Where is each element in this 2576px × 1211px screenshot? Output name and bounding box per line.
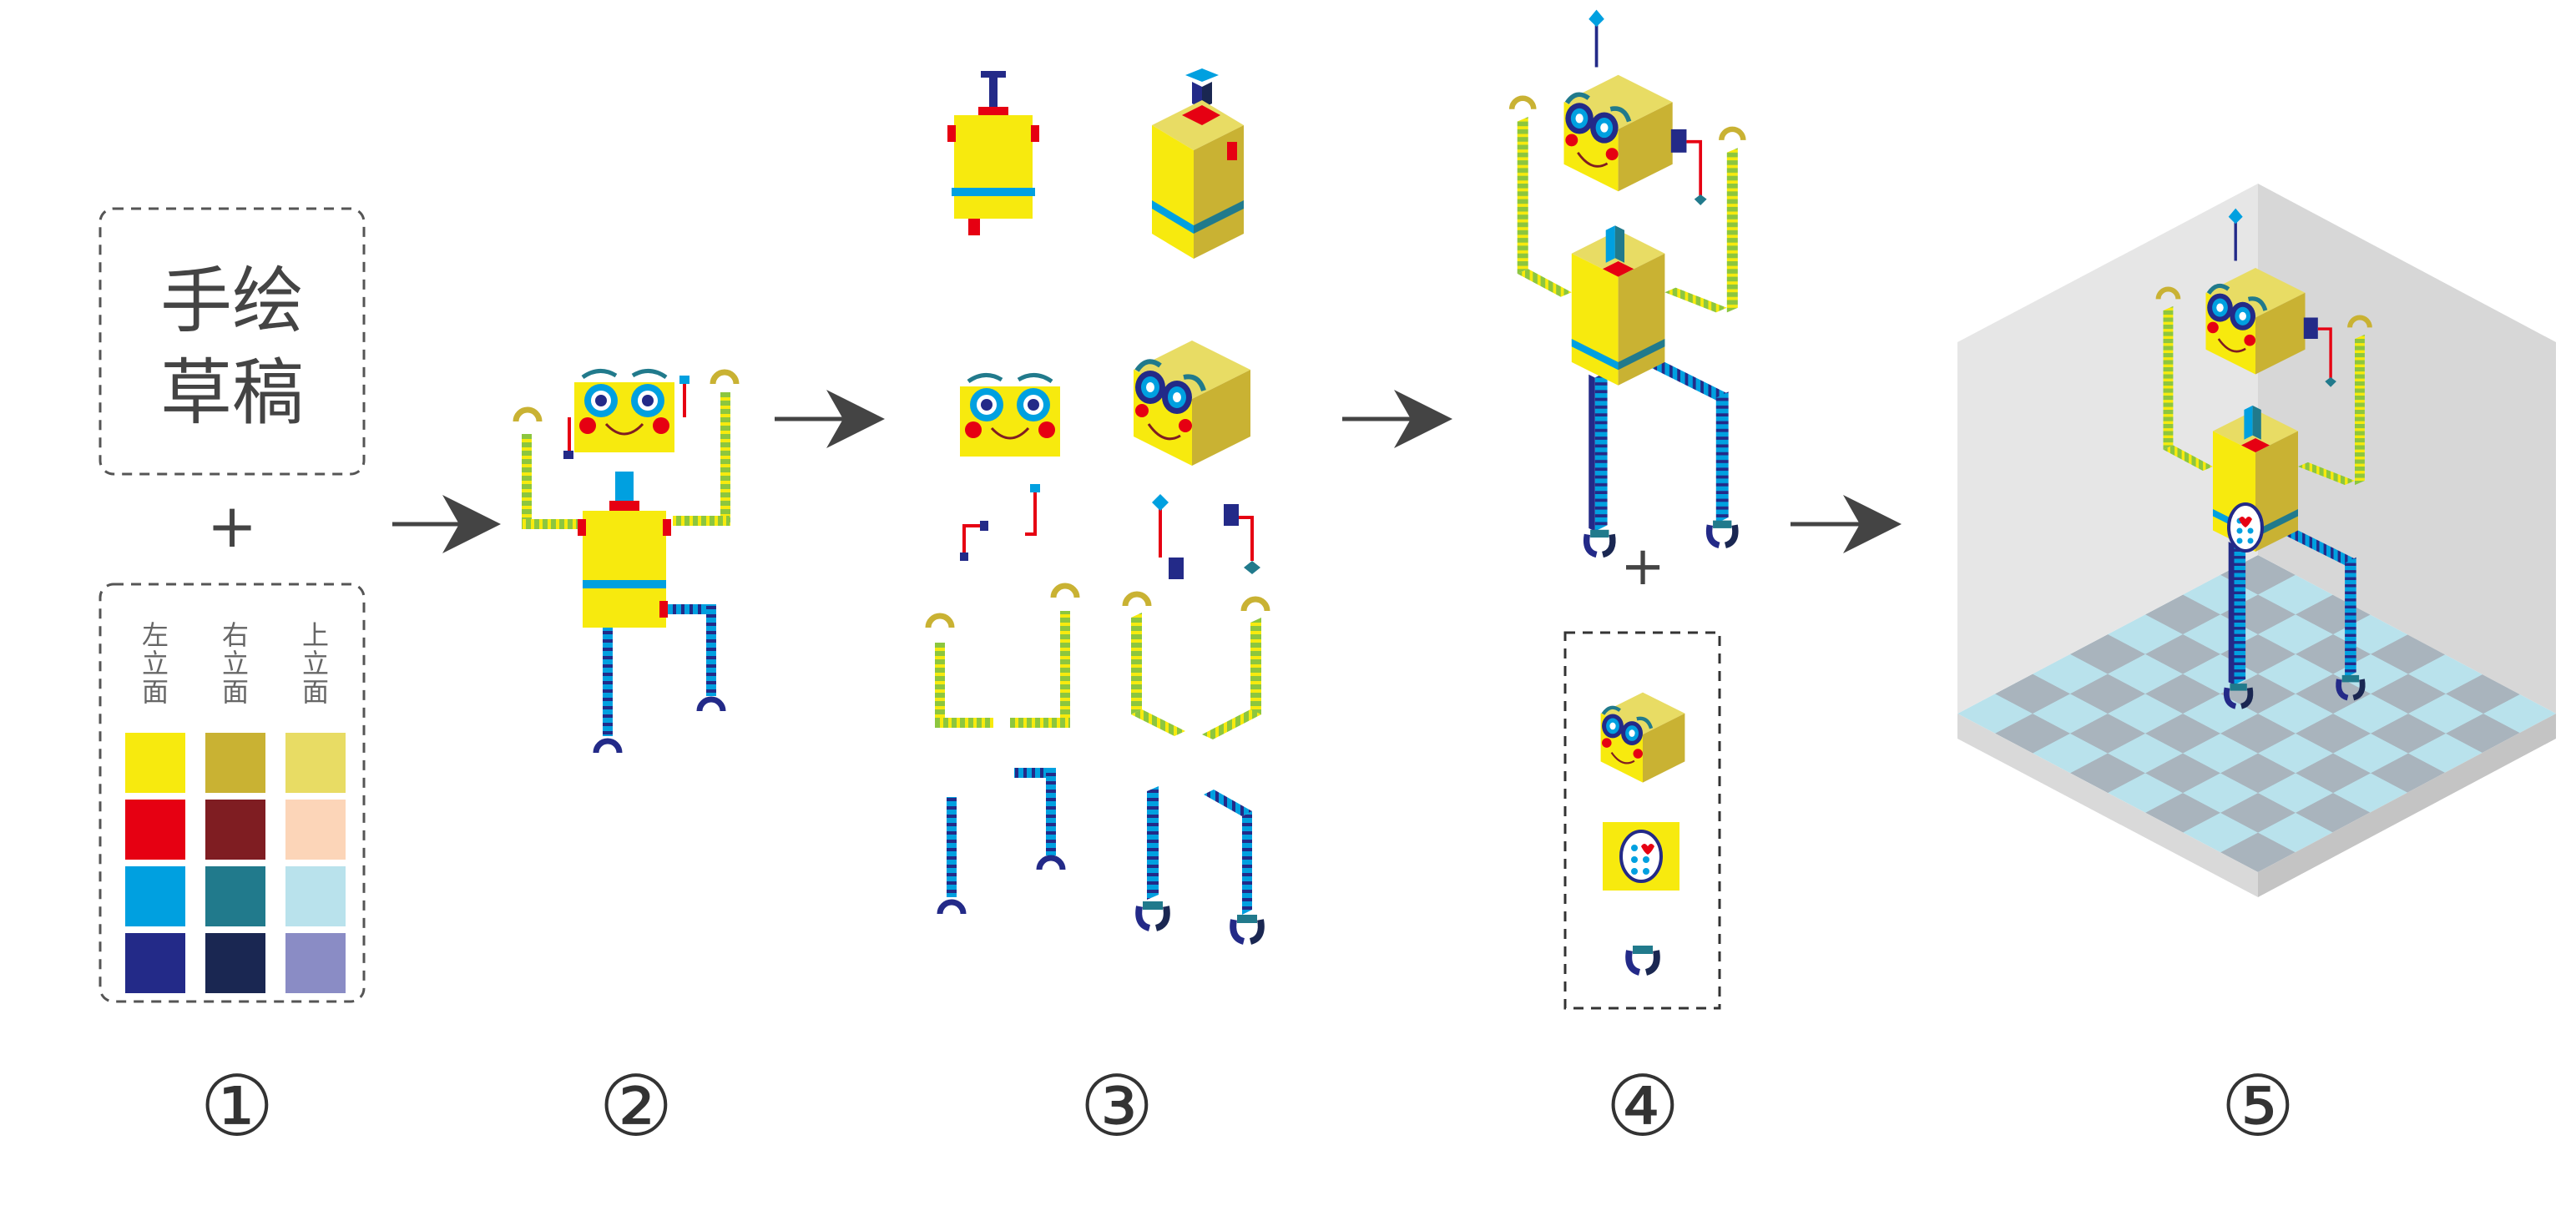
- palette-swatch: [125, 933, 185, 993]
- palette-column-char: 面: [222, 676, 249, 708]
- palette-swatch: [285, 866, 346, 926]
- palette-column-char: 立: [142, 648, 169, 679]
- chest-panel-icon: [1603, 822, 1679, 891]
- palette-grid: [125, 733, 346, 993]
- body-flat-part: [947, 71, 1039, 235]
- palette-swatch: [125, 866, 185, 926]
- palette-swatch: [205, 800, 265, 860]
- cable-parts: [960, 484, 1260, 579]
- components-group: [928, 68, 1267, 941]
- arm-flat-parts: [928, 586, 1077, 728]
- plus-sign: +: [207, 491, 257, 561]
- palette-swatch: [205, 733, 265, 793]
- robot-flat-icon: [516, 371, 736, 753]
- plus-sign: +: [1620, 536, 1665, 598]
- palette-column-char: 面: [302, 676, 329, 708]
- leg-iso-parts: [1139, 786, 1261, 941]
- palette-swatch: [205, 933, 265, 993]
- palette-swatch: [125, 733, 185, 793]
- palette-column-header: 右立面: [222, 619, 249, 708]
- sketch-box-line2: 草稿: [160, 351, 304, 435]
- palette-column-char: 左: [142, 619, 169, 651]
- step-label-2: ②: [599, 1057, 674, 1155]
- step-label-5: ⑤: [2220, 1057, 2296, 1155]
- arm-iso-parts: [1125, 594, 1267, 739]
- body-iso-part: [1152, 68, 1244, 259]
- palette-swatch: [125, 800, 185, 860]
- palette-column-char: 面: [142, 676, 169, 708]
- palette-swatch: [285, 733, 346, 793]
- palette-column-header: 上立面: [302, 619, 329, 708]
- palette-column-char: 上: [302, 619, 329, 651]
- sketch-box: 手绘 草稿: [100, 209, 364, 474]
- palette-swatch: [205, 866, 265, 926]
- step-label-3: ③: [1079, 1057, 1154, 1155]
- palette-column-header: 左立面: [142, 619, 169, 708]
- step-labels: ① ② ③ ④ ⑤: [200, 1057, 2296, 1155]
- room-icon: [1957, 184, 2558, 897]
- sketch-box-line1: 手绘: [160, 260, 304, 343]
- robot-iso-icon: [1512, 10, 1743, 555]
- palette-column-char: 右: [222, 619, 249, 651]
- step-label-1: ①: [200, 1057, 275, 1155]
- details-box: [1565, 633, 1720, 1008]
- step-label-4: ④: [1605, 1057, 1680, 1155]
- palette-swatch: [285, 800, 346, 860]
- palette-column-char: 立: [302, 648, 329, 679]
- head-iso-icon: [1134, 341, 1250, 466]
- palette-swatch: [285, 933, 346, 993]
- face-flat-part: [960, 375, 1060, 457]
- palette-column-char: 立: [222, 648, 249, 679]
- leg-flat-parts: [940, 768, 1063, 914]
- claw-icon: [1629, 946, 1657, 972]
